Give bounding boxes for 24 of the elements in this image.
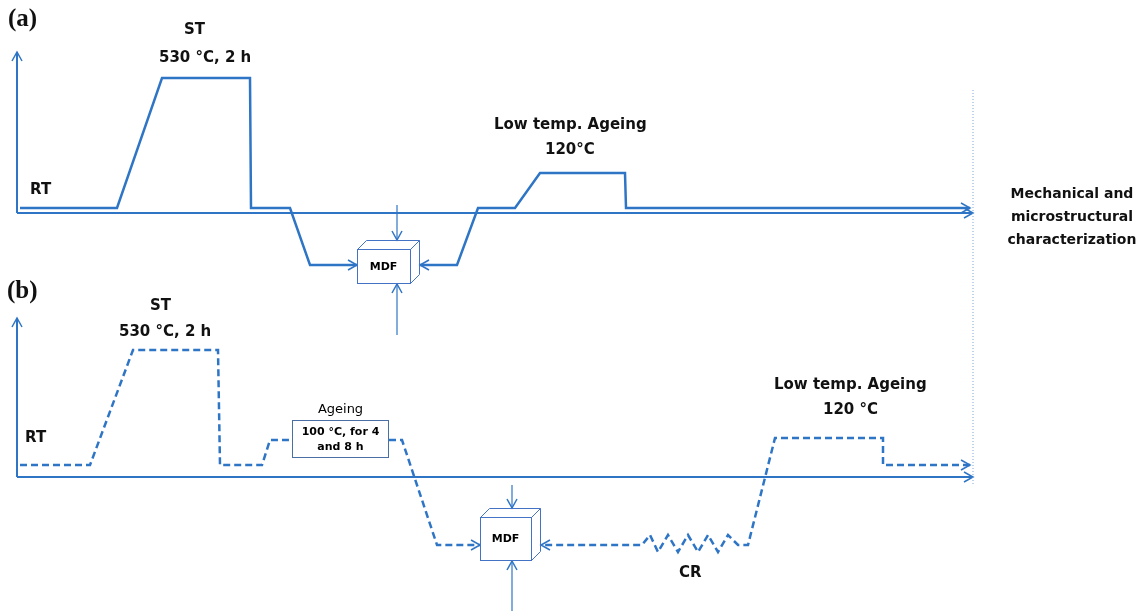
process-box: 100 °C, for 4 and 8 h bbox=[292, 420, 389, 458]
arrow bbox=[391, 283, 403, 336]
annotation-text: RT bbox=[25, 428, 47, 447]
outcome-text: Mechanical and microstructural characterization bbox=[1006, 184, 1138, 249]
annotation-text: ST bbox=[184, 20, 206, 39]
arrow bbox=[389, 438, 481, 551]
annotation-text: 120 °C bbox=[823, 400, 879, 419]
panel-label: (b) bbox=[7, 275, 38, 305]
annotation-text: 530 °C, 2 h bbox=[159, 48, 252, 67]
annotation-text: RT bbox=[30, 180, 52, 199]
arrow bbox=[20, 76, 358, 271]
annotation-text: ST bbox=[150, 296, 172, 315]
arrow bbox=[540, 436, 971, 555]
arrow bbox=[391, 204, 403, 241]
box-heading: Ageing bbox=[316, 400, 365, 418]
annotation-text: 120°C bbox=[545, 140, 595, 159]
annotation-text: Low temp. Ageing bbox=[774, 375, 927, 394]
annotation-text: Low temp. Ageing bbox=[494, 115, 647, 134]
arrow bbox=[506, 560, 518, 611]
annotation-text: CR bbox=[679, 563, 702, 582]
arrow bbox=[506, 484, 518, 509]
arrow bbox=[419, 171, 971, 271]
annotation-text: 530 °C, 2 h bbox=[119, 322, 212, 341]
panel-label: (a) bbox=[8, 3, 38, 33]
